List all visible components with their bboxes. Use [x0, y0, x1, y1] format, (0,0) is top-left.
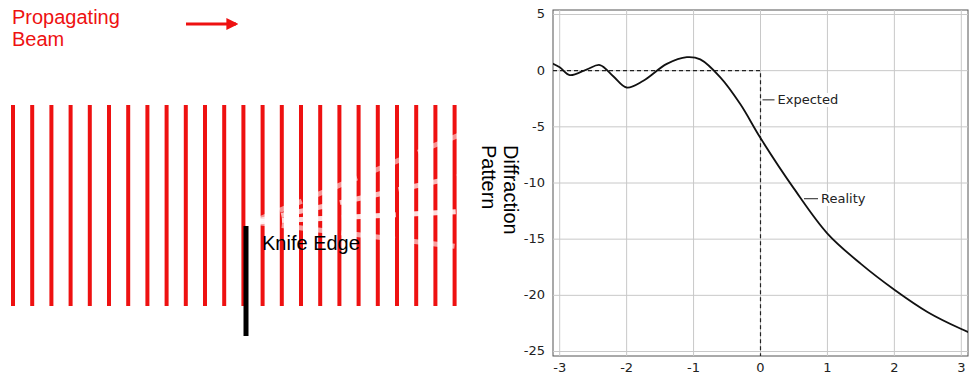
- wavefront-line: [261, 105, 265, 306]
- axis-tick-label: -1: [687, 361, 700, 375]
- pattern-label: Diffraction Pattern: [478, 145, 522, 265]
- diffraction-stripe: [252, 131, 468, 222]
- axis-tick-label: -3: [553, 361, 566, 375]
- axis-tick-label: 2: [890, 361, 898, 375]
- diffraction-stripe: [252, 174, 468, 222]
- axis-tick-label: 0: [537, 64, 545, 78]
- series-label: Expected: [776, 93, 841, 107]
- wavefront-line: [337, 105, 341, 306]
- grid-line: [553, 14, 968, 15]
- wavefront-line: [165, 105, 169, 306]
- diffraction-fan: [252, 131, 468, 248]
- wavefront-line: [107, 105, 111, 306]
- leader-line: [804, 198, 818, 199]
- wavefront-line: [357, 105, 361, 306]
- wavefront-line: [222, 105, 226, 306]
- wavefront-line: [49, 105, 53, 306]
- grid-line: [553, 239, 968, 240]
- series-label: Reality: [819, 192, 867, 206]
- wavefronts: [13, 105, 455, 306]
- wavefront-line: [184, 105, 188, 306]
- wavefront-line: [69, 105, 73, 306]
- wavefront-line: [299, 105, 303, 306]
- reality-curve: [553, 57, 968, 335]
- axis-tick-label: -15: [524, 232, 545, 246]
- axis-tick-label: 5: [537, 7, 545, 21]
- axis-tick-label: 0: [756, 361, 764, 375]
- grid-line: [553, 351, 968, 352]
- plot-frame: [553, 10, 968, 356]
- knife-edge-label: Knife Edge: [262, 232, 362, 254]
- expected-curve: [553, 71, 761, 356]
- wavefront-line: [88, 105, 92, 306]
- wavefront-line: [203, 105, 207, 306]
- wavefront-line: [11, 105, 15, 306]
- grid-line: [553, 295, 968, 296]
- wavefront-line: [395, 105, 399, 306]
- leader-line: [763, 99, 775, 100]
- axis-tick-label: 3: [957, 361, 965, 375]
- axis-tick-label: -25: [524, 344, 545, 358]
- beam-label: Propagating Beam: [12, 6, 172, 50]
- axis-tick-label: -10: [524, 176, 545, 190]
- chart: [546, 10, 974, 356]
- axis-tick-label: -5: [532, 120, 545, 134]
- grid-line: [553, 70, 968, 71]
- axis-tick-label: -2: [620, 361, 633, 375]
- wavefront-line: [280, 105, 284, 306]
- wavefront-line: [376, 105, 380, 306]
- diffraction-stripe: [252, 211, 468, 222]
- axis-tick-label: -20: [524, 288, 545, 302]
- wavefront-line: [145, 105, 149, 306]
- grid-line: [553, 183, 968, 184]
- wavefront-line: [126, 105, 130, 306]
- wavefront-line: [30, 105, 34, 306]
- beam-arrow: [186, 23, 236, 26]
- grid-line: [553, 126, 968, 127]
- wavefront-line: [414, 105, 418, 306]
- wavefront-line: [433, 105, 437, 306]
- axis-tick-label: 1: [823, 361, 831, 375]
- knife-edge: [244, 226, 249, 336]
